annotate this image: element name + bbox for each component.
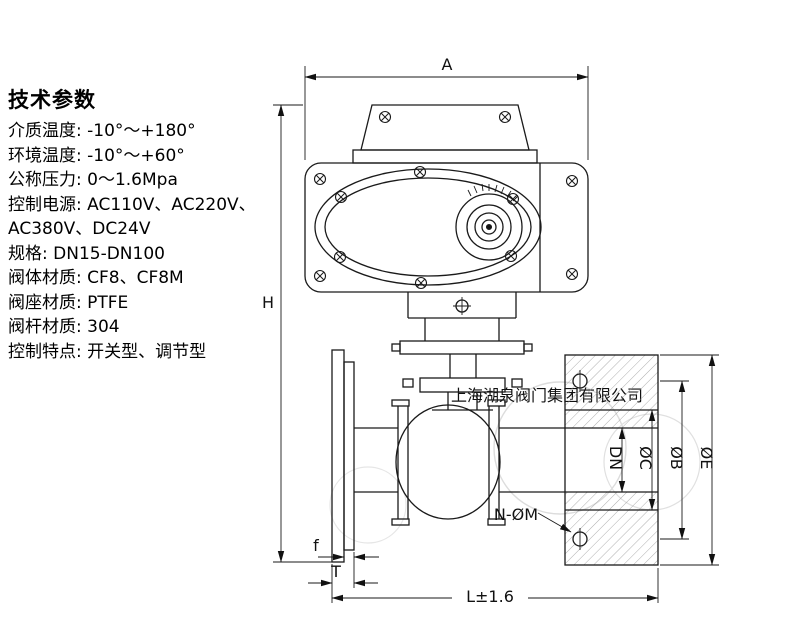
- specs-title: 技术参数: [8, 88, 96, 112]
- tech-specs-panel: 技术参数 介质温度: -10°～+180° 环境温度: -10°～+60° 公称…: [8, 84, 278, 364]
- spec-line-pressure: 公称压力: 0～1.6Mpa: [8, 170, 178, 190]
- spec-line-power-cont: AC380V、DC24V: [8, 219, 151, 239]
- dimension-h: H: [262, 104, 332, 563]
- dim-label-h: H: [262, 293, 274, 312]
- dim-label-phi-b: ØB: [667, 446, 686, 470]
- dimension-t: T: [308, 562, 378, 587]
- dim-label-phi-e: ØE: [697, 447, 716, 470]
- spec-line-seat-material: 阀座材质: PTFE: [8, 292, 129, 313]
- spec-line-ambient-temp: 环境温度: -10°～+60°: [8, 145, 185, 166]
- spec-line-power: 控制电源: AC110V、AC220V、: [8, 194, 256, 215]
- dimension-n-phi-m: N-ØM: [494, 505, 572, 533]
- mounting-bracket-drawing: [391, 292, 533, 378]
- dimension-dn: DN: [606, 427, 626, 493]
- dimension-a: A: [304, 55, 589, 160]
- valve-body-drawing: [331, 349, 565, 563]
- dimension-phi-e: ØE: [660, 354, 719, 566]
- flange-face-drawing: [564, 354, 659, 566]
- spec-line-stem-material: 阀杆材质: 304: [8, 317, 120, 337]
- dimension-phi-b: ØB: [660, 380, 689, 540]
- dim-label-t: T: [330, 562, 341, 581]
- spec-line-size-range: 规格: DN15-DN100: [8, 243, 165, 264]
- dim-label-phi-c: ØC: [636, 446, 655, 470]
- dimension-l: L±1.6: [331, 564, 659, 606]
- dim-label-l: L±1.6: [466, 587, 514, 606]
- spec-line-control-type: 控制特点: 开关型、调节型: [8, 341, 207, 362]
- dim-label-dn: DN: [606, 446, 625, 470]
- cover-screw-icons: [313, 110, 579, 290]
- dial-tick-marks: [467, 183, 519, 202]
- spec-line-medium-temp: 介质温度: -10°～+180°: [8, 121, 196, 141]
- dimension-phi-c: ØC: [636, 409, 656, 511]
- dim-label-a: A: [442, 55, 453, 74]
- dim-label-f: f: [313, 536, 319, 555]
- spec-line-body-material: 阀体材质: CF8、CF8M: [8, 268, 184, 288]
- actuator-drawing: [304, 104, 589, 293]
- dim-label-n-phi-m: N-ØM: [494, 505, 538, 524]
